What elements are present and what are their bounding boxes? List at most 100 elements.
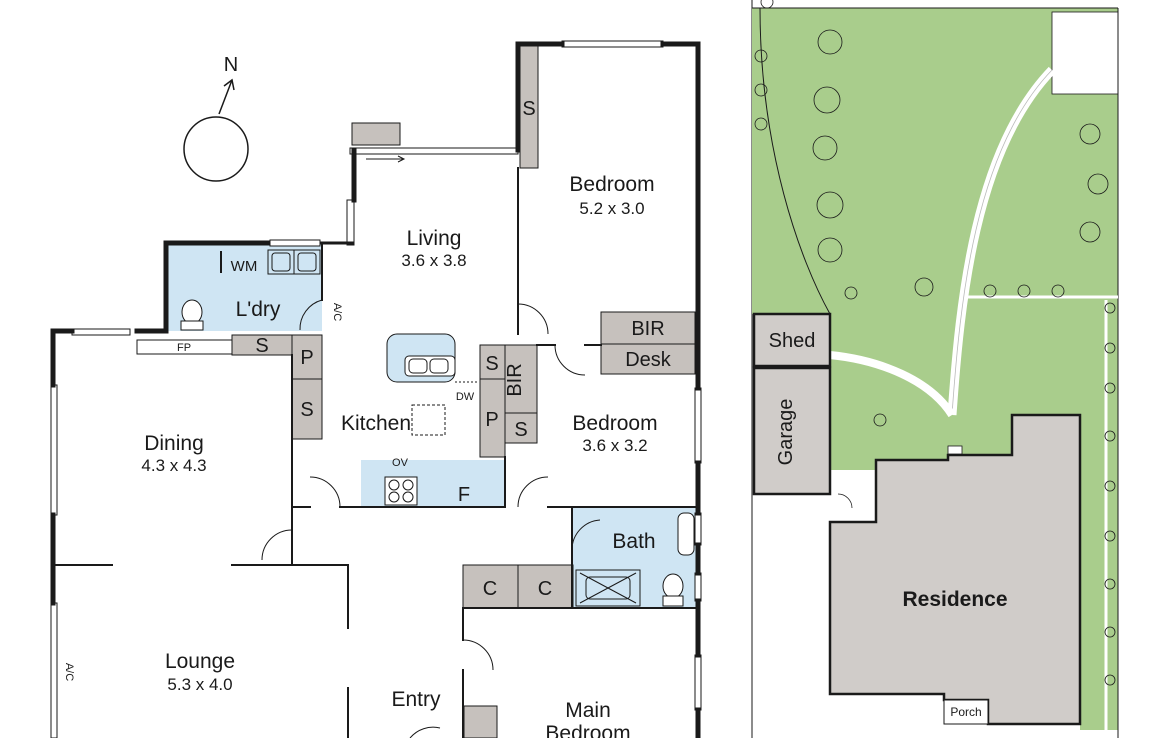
window-main (694, 654, 702, 711)
window-bedroom1 (561, 40, 664, 48)
wall-dining-nw (50, 328, 75, 388)
bir-label: BIR (631, 318, 664, 340)
shrub-icon (1104, 382, 1116, 394)
bath-toilet (662, 573, 684, 599)
shrub-icon (760, 0, 774, 9)
pantry-upper (291, 334, 323, 380)
site-step (947, 445, 963, 455)
porch-label: Porch (950, 705, 981, 719)
lounge-name: Lounge (165, 650, 235, 673)
bedroom1-name: Bedroom (569, 173, 654, 196)
path-driveway (947, 66, 1056, 416)
shed-building (752, 312, 832, 368)
shrub-icon (754, 49, 768, 63)
lounge-dims: 5.3 x 4.0 (167, 675, 232, 694)
compass-circle (183, 116, 249, 182)
door-bedroom2 (554, 344, 586, 376)
kitchen-name: Kitchen (341, 412, 411, 435)
ac-label-laundry: A/C (331, 303, 343, 321)
path-driveway-edge (951, 69, 1053, 416)
desk-cabinet (600, 343, 696, 375)
shrub-icon (1104, 626, 1116, 638)
door-laundry (299, 299, 323, 331)
wall-bedroom1-nw (515, 41, 565, 153)
sink-bowl-2 (429, 358, 449, 374)
laundry-toilet-cistern (180, 320, 204, 331)
shower-cross-2 (579, 572, 637, 604)
c-label-2: C (538, 578, 552, 600)
shrub-icon (1104, 430, 1116, 442)
deck-step (351, 122, 401, 146)
shrub-icon (983, 284, 997, 298)
site-plan: Shed Garage Residence Porch (751, 0, 1119, 738)
door-bedroom1 (517, 303, 549, 335)
tree-icon (873, 413, 887, 427)
porch (943, 699, 989, 725)
p-label-2: P (485, 409, 498, 431)
cupboard-2 (517, 564, 574, 609)
burner-4 (402, 491, 414, 503)
laundry-toilet (181, 299, 203, 325)
tree-icon (812, 135, 838, 161)
shrub-icon (1104, 530, 1116, 542)
burner-1 (388, 479, 400, 491)
tree-icon (1087, 173, 1109, 195)
window-bath-2 (694, 572, 702, 602)
garage-label: Garage (775, 399, 797, 466)
bath-toilet-cistern (662, 595, 684, 607)
laundry-name: L'dry (236, 298, 281, 321)
wall-bedroom1-ne (660, 41, 701, 391)
door-dining (261, 529, 293, 561)
window-living-side (346, 199, 355, 246)
door-entry (409, 726, 441, 738)
shed-label: Shed (769, 330, 816, 352)
site-paving (1051, 11, 1119, 95)
door-bath (571, 519, 601, 551)
sink-bowl-1 (408, 358, 428, 374)
rangehood (411, 404, 446, 436)
robe-main (463, 705, 498, 738)
main-bedroom-name2: Bedroom (545, 722, 630, 738)
residence-building (828, 413, 1082, 726)
appliances (180, 249, 695, 607)
garden-edge (759, 7, 831, 315)
window-lounge-west (50, 602, 58, 738)
main-bedroom-name: Main (565, 699, 611, 722)
shrub-icon (1104, 480, 1116, 492)
s-label-kitchen: S (485, 353, 498, 375)
fireplace-hearth (136, 339, 233, 355)
tree-icon (813, 86, 841, 114)
walls (50, 41, 701, 738)
shrub-icon (1104, 674, 1116, 686)
tree-icon (1079, 123, 1101, 145)
tree-icon (817, 29, 843, 55)
desk-label: Desk (625, 349, 672, 371)
window-bedroom2 (694, 387, 702, 464)
fixtures (231, 45, 696, 738)
garage-building (752, 366, 832, 496)
burner-3 (388, 491, 400, 503)
tree-icon (914, 277, 934, 297)
compass-arrowhead (223, 78, 235, 91)
window-dining-west (50, 384, 58, 516)
doors (261, 155, 601, 738)
dw-label: DW (456, 391, 475, 403)
window-bath-1 (694, 512, 702, 546)
shrub-icon (754, 117, 768, 131)
pantry-kitchen (479, 378, 506, 458)
kitchen-bench (361, 460, 505, 507)
shrub-icon (1104, 578, 1116, 590)
room-labels: Bedroom 5.2 x 3.0 Living 3.6 x 3.8 L'dry… (141, 173, 657, 738)
fixture-labels: WM A/C FP S P S S BIR Desk S P BIR S DW … (63, 98, 672, 681)
residence-label: Residence (902, 588, 1007, 611)
shelf-bedroom2 (504, 412, 538, 444)
fp-label: FP (177, 342, 191, 354)
shrub-icon (754, 83, 768, 97)
shrub-icon (1104, 302, 1116, 314)
window-dining (71, 328, 131, 336)
tree-icon (816, 191, 844, 219)
shrub-icon (1017, 284, 1031, 298)
garage-door-swing (837, 493, 853, 509)
shrub-icon (1051, 284, 1065, 298)
s-label-bedroom1: S (522, 98, 535, 120)
